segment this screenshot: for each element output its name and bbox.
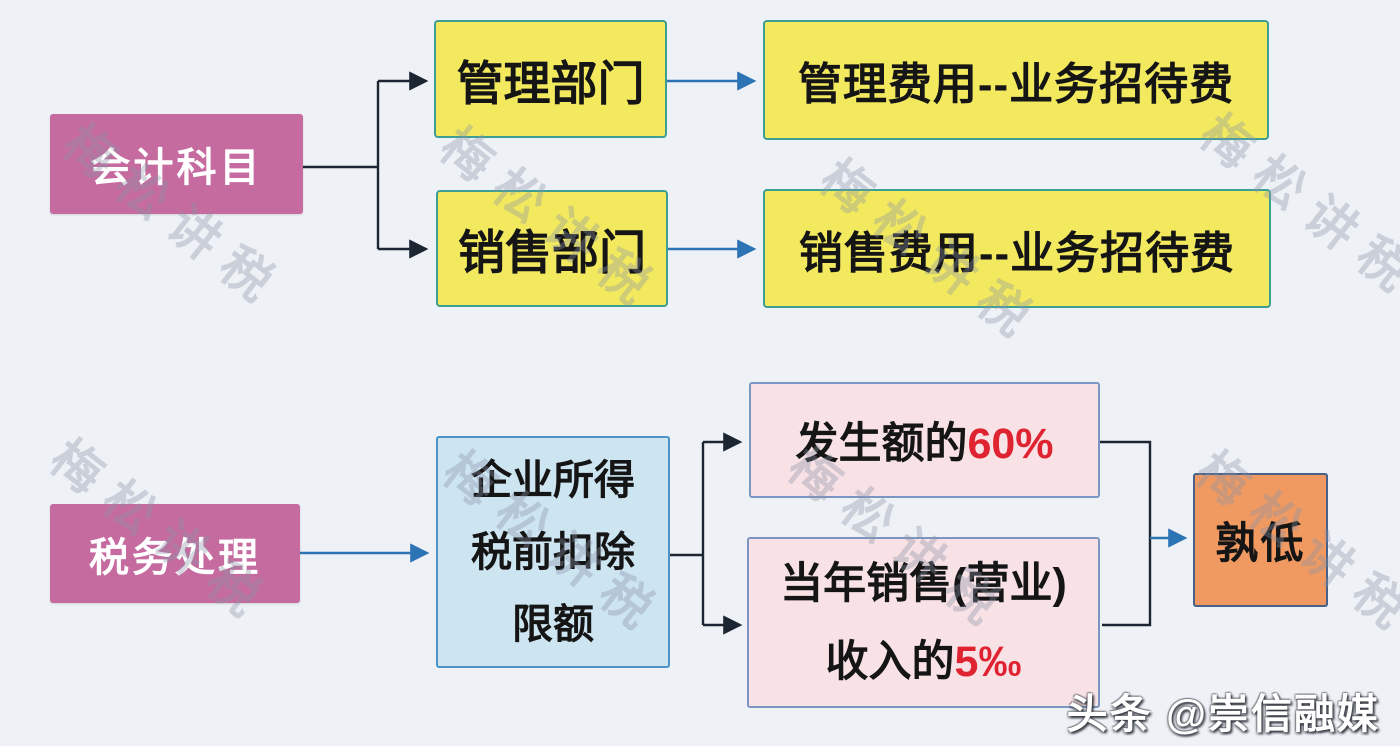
option2-line-1: 当年销售(营业) — [780, 559, 1067, 608]
node-option-60-percent: 发生额的60% — [749, 382, 1100, 498]
node-tax-treatment: 税务处理 — [50, 504, 300, 603]
node-sales-dept: 销售部门 — [436, 190, 668, 307]
limit-line-3: 限额 — [512, 601, 594, 647]
node-whichever-lower: 孰低 — [1193, 473, 1328, 607]
node-deduction-limit: 企业所得 税前扣除 限额 — [436, 436, 670, 668]
option2-line2-highlight: 5‰ — [954, 637, 1022, 686]
node-management-expense-account: 管理费用--业务招待费 — [763, 20, 1269, 140]
option1-highlight: 60% — [967, 420, 1054, 468]
limit-line-2: 税前扣除 — [471, 529, 635, 575]
node-accounting-subjects: 会计科目 — [50, 114, 303, 214]
node-option-5-permille: 当年销售(营业) 收入的5‰ — [747, 537, 1100, 708]
node-sales-expense-account: 销售费用--业务招待费 — [763, 189, 1271, 308]
option1-prefix: 发生额的 — [795, 420, 968, 468]
option2-line2-prefix: 收入的 — [825, 637, 955, 686]
credit-badge: 头条 @崇信融媒 — [1066, 691, 1380, 737]
limit-line-1: 企业所得 — [471, 457, 635, 503]
node-management-dept: 管理部门 — [434, 20, 667, 138]
